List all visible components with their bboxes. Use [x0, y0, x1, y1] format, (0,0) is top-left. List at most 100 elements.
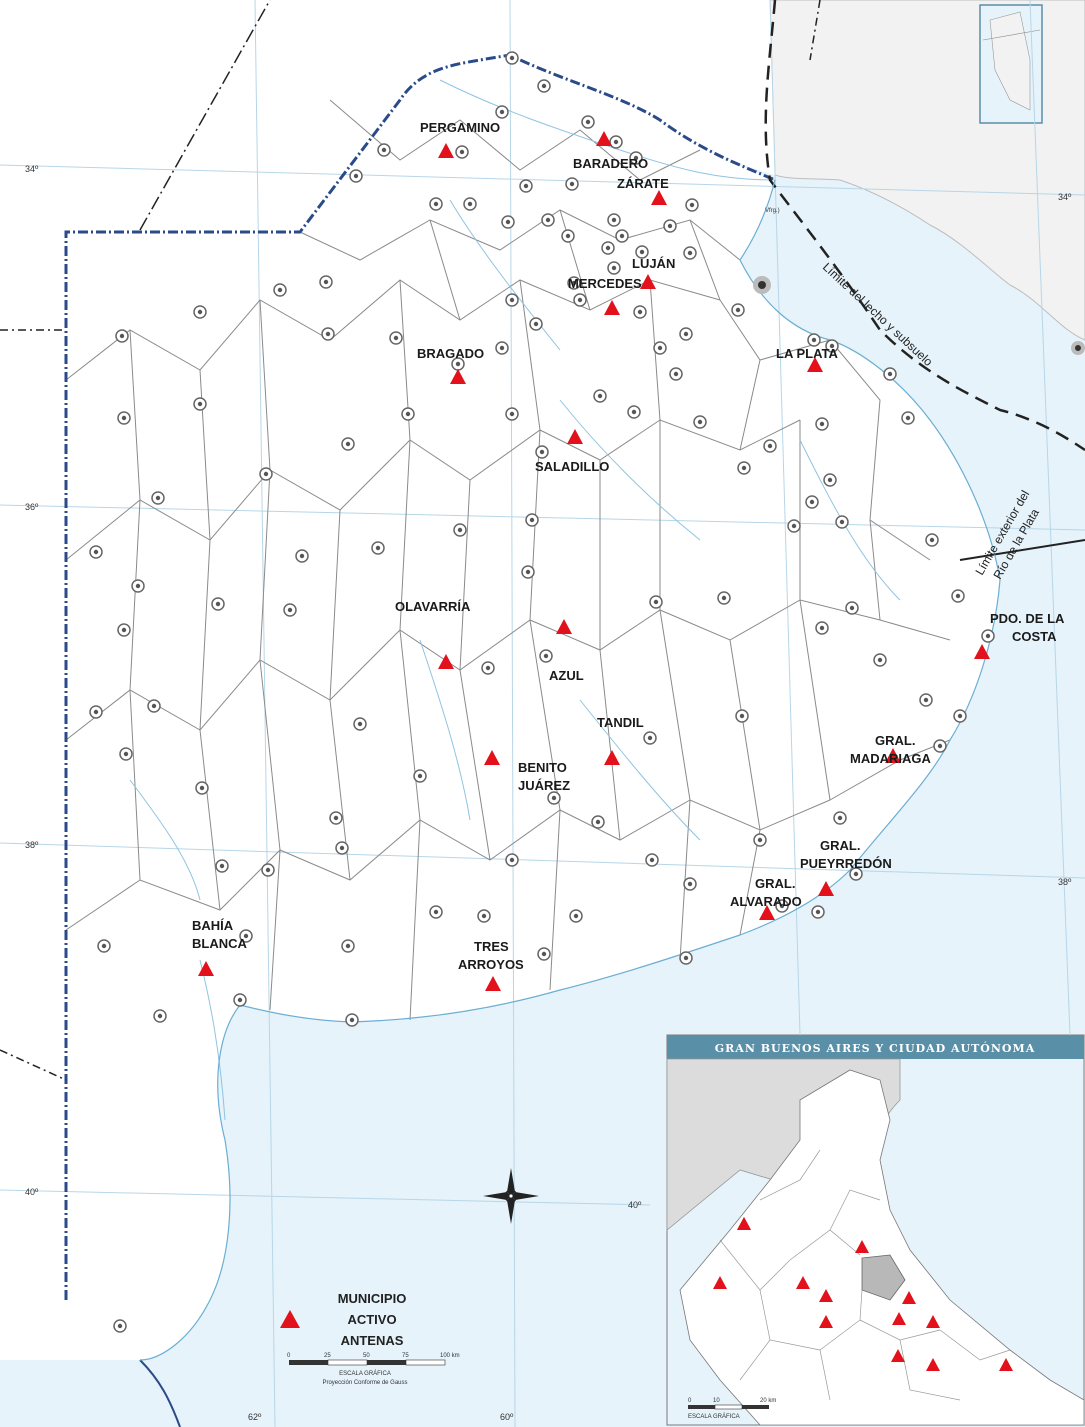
legend: MUNICIPIO ACTIVO ANTENAS 0 25 50 75 100 …: [280, 1291, 460, 1386]
circle-dot-icon: [829, 343, 835, 349]
circle-dot-icon: [611, 265, 617, 271]
circle-dot-icon: [119, 333, 125, 339]
label-alvarado-1: GRAL.: [755, 876, 795, 891]
red-triangle-icon: [651, 190, 667, 205]
red-triangle-icon: [604, 300, 620, 315]
circle-dot-icon: [631, 409, 637, 415]
neighbor-provinces-land: [0, 0, 775, 1360]
inset-gba: GRAN BUENOS AIRES Y CIUDAD AUTÓNOMA 0: [666, 1034, 1085, 1426]
circle-dot-icon: [955, 593, 961, 599]
circle-dot-icon: [585, 119, 591, 125]
label-madariaga-1: GRAL.: [875, 733, 915, 748]
circle-dot-icon: [287, 607, 293, 613]
red-triangle-icon: [891, 1349, 905, 1362]
circle-dot-icon: [433, 909, 439, 915]
circle-dot-icon: [215, 601, 221, 607]
circle-dot-icon: [735, 307, 741, 313]
circle-dot-icon: [325, 331, 331, 337]
circle-dot-icon: [199, 785, 205, 791]
inset-title: GRAN BUENOS AIRES Y CIUDAD AUTÓNOMA: [715, 1041, 1035, 1055]
district-seats: [89, 51, 995, 1333]
circle-dot-icon: [837, 815, 843, 821]
circle-dot-icon: [481, 913, 487, 919]
circle-dot-icon: [357, 721, 363, 727]
inset-scale-tick: 10: [713, 1398, 720, 1404]
legend-line: MUNICIPIO: [338, 1291, 407, 1306]
circle-dot-icon: [595, 819, 601, 825]
label-tandil: TANDIL: [597, 715, 644, 730]
circle-dot-icon: [597, 393, 603, 399]
circle-dot-icon: [957, 713, 963, 719]
circle-dot-icon: [349, 1017, 355, 1023]
lat-label: 34º: [1058, 192, 1072, 202]
red-triangle-icon: [640, 274, 656, 289]
lat-label: 38º: [1058, 877, 1072, 887]
red-triangle-icon: [713, 1276, 727, 1289]
circle-dot-icon: [263, 471, 269, 477]
circle-dot-icon: [121, 627, 127, 633]
circle-dot-icon: [457, 527, 463, 533]
red-triangle-icon: [892, 1312, 906, 1325]
circle-dot-icon: [827, 477, 833, 483]
label-olavarria: OLAVARRÍA: [395, 599, 471, 614]
locator-inset: [979, 4, 1043, 124]
circle-dot-icon: [375, 545, 381, 551]
scale-tick: 75: [402, 1353, 409, 1359]
circle-dot-icon: [353, 173, 359, 179]
circle-dot-icon: [809, 499, 815, 505]
rio-plata-limit: [959, 539, 1085, 561]
circle-dot-icon: [611, 217, 617, 223]
circle-dot-icon: [657, 345, 663, 351]
circle-dot-icon: [381, 147, 387, 153]
circle-dot-icon: [405, 411, 411, 417]
circle-dot-icon: [499, 345, 505, 351]
label-zarate: ZÁRATE: [617, 176, 669, 191]
label-azul: AZUL: [549, 668, 584, 683]
circle-dot-icon: [417, 773, 423, 779]
circle-dot-icon: [509, 55, 515, 61]
province-border-south: [139, 1359, 181, 1427]
circle-dot-icon: [509, 411, 515, 417]
circle-dot-icon: [459, 149, 465, 155]
circle-dot-icon: [523, 183, 529, 189]
red-triangle-icon: [438, 143, 454, 158]
inset-scale: 0 10 20 km ESCALA GRÁFICA: [688, 1398, 776, 1420]
lat-label: 36º: [25, 502, 39, 512]
circle-dot-icon: [815, 909, 821, 915]
lat-label: 40º: [628, 1200, 642, 1210]
circle-dot-icon: [571, 280, 577, 286]
circle-dot-icon: [93, 549, 99, 555]
inset-scale-title: ESCALA GRÁFICA: [688, 1413, 740, 1420]
label-tres-arroyos-1: TRES: [474, 939, 509, 954]
circle-dot-icon: [299, 553, 305, 559]
circle-dot-icon: [905, 415, 911, 421]
circle-dot-icon: [849, 605, 855, 611]
circle-dot-icon: [455, 361, 461, 367]
label-lujan: LUJÁN: [632, 256, 675, 271]
circle-dot-icon: [541, 83, 547, 89]
circle-dot-icon: [485, 665, 491, 671]
circle-dot-icon: [819, 625, 825, 631]
inset-caba: [861, 1254, 906, 1301]
circle-dot-icon: [633, 155, 639, 161]
circle-dot-icon: [577, 297, 583, 303]
label-benito-juarez-1: BENITO: [518, 760, 567, 775]
circle-dot-icon: [605, 245, 611, 251]
red-triangle-icon: [974, 644, 990, 659]
circle-dot-icon: [323, 279, 329, 285]
circle-dot-icon: [197, 401, 203, 407]
red-triangle-icon: [855, 1240, 869, 1253]
red-triangle-icon: [450, 369, 466, 384]
red-triangle-icon: [885, 748, 901, 763]
circle-dot-icon: [505, 219, 511, 225]
circle-dot-icon: [545, 217, 551, 223]
circle-dot-icon: [565, 233, 571, 239]
circle-dot-icon: [741, 465, 747, 471]
graticule-labels: 34º 34º 36º 38º 38º 40º 40º 62º 60º Vfrg…: [25, 164, 1072, 1422]
circle-dot-icon: [687, 881, 693, 887]
inset-gba-land: [679, 1069, 1085, 1426]
scale-tick: 50: [363, 1353, 370, 1359]
circle-dot-icon: [533, 321, 539, 327]
circle-dot-icon: [839, 519, 845, 525]
